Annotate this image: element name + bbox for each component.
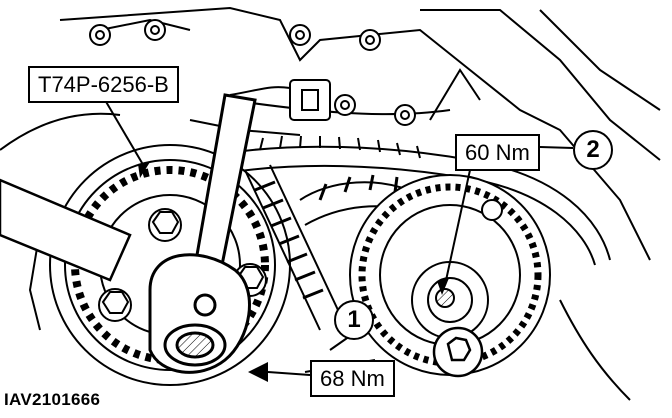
arrowheads	[138, 162, 449, 382]
callout-1: 1	[334, 300, 374, 340]
holding-tool-bar	[0, 178, 132, 282]
belt-teeth-center	[254, 174, 399, 300]
figure-id: IAV2101666	[4, 390, 101, 409]
wrench-icon	[148, 93, 257, 374]
torque-label-2: 60 Nm	[455, 134, 540, 171]
tool-number-label: T74P-6256-B	[28, 66, 179, 103]
head-bolts	[89, 19, 416, 126]
torque-label-1: 68 Nm	[310, 360, 395, 397]
right-cam-sprocket	[349, 174, 551, 376]
callout-2: 2	[573, 130, 613, 170]
bolt-icon	[432, 326, 484, 378]
sensor-connector	[229, 79, 331, 121]
